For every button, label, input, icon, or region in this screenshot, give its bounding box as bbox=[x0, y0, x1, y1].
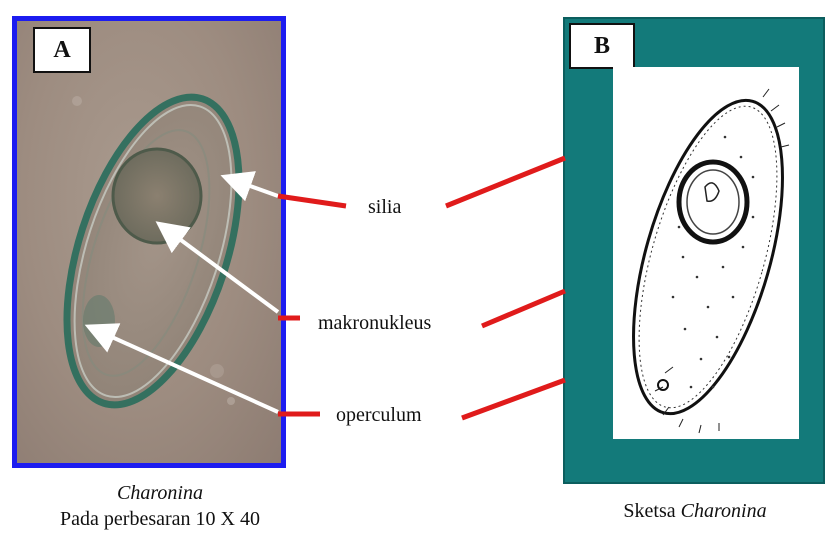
label-operculum: operculum bbox=[336, 404, 422, 427]
caption-b-prefix: Sketsa bbox=[623, 500, 680, 522]
caption-a-title: Charonina bbox=[60, 482, 260, 505]
caption-a-subtitle: Pada perbesaran 10 X 40 bbox=[10, 508, 310, 531]
makronukleus-connector-right bbox=[482, 291, 565, 326]
caption-b-italic: Charonina bbox=[681, 500, 767, 522]
silia-connector-right bbox=[446, 158, 565, 206]
silia-connector-left bbox=[278, 196, 346, 206]
caption-b: Sketsa Charonina bbox=[570, 500, 820, 523]
operculum-pointer-arrow bbox=[92, 328, 278, 412]
label-silia: silia bbox=[368, 196, 401, 219]
makronukleus-pointer-arrow bbox=[162, 226, 278, 312]
label-makronukleus: makronukleus bbox=[318, 312, 431, 335]
silia-pointer-arrow bbox=[228, 178, 278, 196]
operculum-connector-right bbox=[462, 380, 565, 418]
